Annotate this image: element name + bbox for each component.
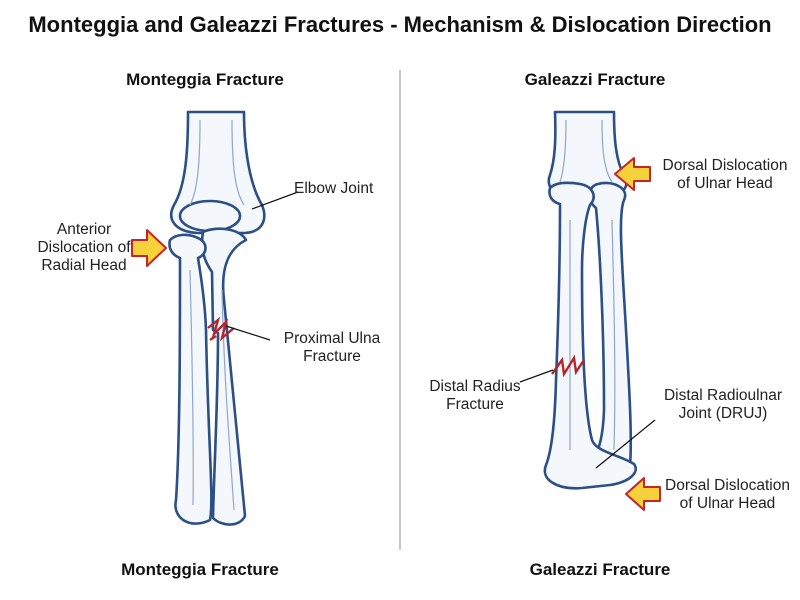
druj-leader (595, 419, 656, 469)
monteggia-humerus (169, 110, 266, 235)
label-elbow-joint: Elbow Joint (294, 180, 374, 197)
panel-divider (399, 70, 401, 550)
label-anterior-dislocation: Anterior Dislocation of Radial Head (37, 221, 131, 274)
galeazzi-ulna (588, 181, 633, 468)
galeazzi-caption: Galeazzi Fracture (529, 560, 671, 579)
label-druj: Distal Radioulnar Joint (DRUJ) (663, 387, 783, 422)
monteggia-caption: Monteggia Fracture (121, 560, 279, 579)
galeazzi-radius (543, 181, 637, 490)
elbow-joint-leader (251, 191, 299, 210)
diagram-title: Monteggia and Galeazzi Fractures - Mecha… (28, 12, 772, 37)
monteggia-radius (168, 233, 213, 525)
dorsal-dislocation-arrow-bottom (625, 477, 661, 511)
dorsal-dislocation-arrow-top (614, 157, 651, 191)
galeazzi-heading: Galeazzi Fracture (524, 70, 666, 89)
proximal-ulna-leader (225, 325, 271, 341)
label-dorsal-dislocation-top: Dorsal Dislocation of Ulnar Head (662, 157, 788, 192)
monteggia-fracture-crack (209, 335, 217, 341)
label-proximal-ulna-fracture: Proximal Ulna Fracture (283, 330, 381, 365)
monteggia-heading: Monteggia Fracture (126, 70, 284, 89)
anterior-dislocation-arrow (131, 229, 167, 267)
galeazzi-fracture-line (551, 354, 585, 378)
label-distal-radius-fracture: Distal Radius Fracture (429, 378, 521, 413)
distal-radius-leader (519, 369, 554, 383)
monteggia-fracture-line (207, 316, 235, 342)
monteggia-ulna (200, 227, 248, 526)
label-dorsal-dislocation-bottom: Dorsal Dislocation of Ulnar Head (665, 477, 790, 512)
